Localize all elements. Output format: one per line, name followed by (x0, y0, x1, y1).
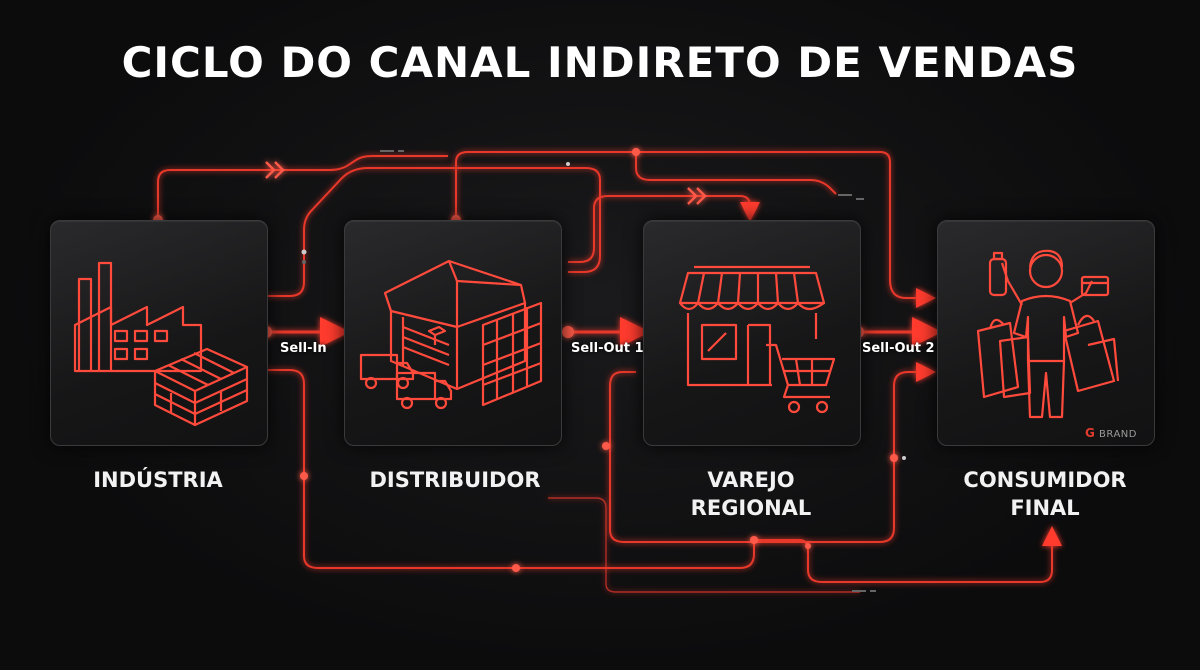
factory-icon (73, 261, 249, 427)
flow-label-sell-in: Sell-In (280, 341, 327, 356)
storefront-icon (678, 265, 836, 414)
flow-label-sell-out-1: Sell-Out 1 (571, 341, 644, 356)
node-label-industria: INDÚSTRIA (93, 468, 223, 492)
shopper-icon (976, 249, 1120, 419)
diagram-title: CICLO DO CANAL INDIRETO DE VENDAS (121, 38, 1079, 87)
wire-bottom-consumer (754, 526, 1062, 583)
warehouse-icon (359, 259, 543, 410)
node-label-varejo-regional: VAREJO REGIONAL (690, 468, 812, 520)
brand-logo: G BRAND (1085, 426, 1137, 440)
wire-bottom-industry (266, 369, 755, 569)
brand-mark: G (1085, 426, 1096, 440)
wire-bottom-dist (548, 497, 860, 593)
wire-top-industry (157, 155, 448, 220)
brand-name: BRAND (1099, 429, 1137, 440)
flow-label-sell-out-2: Sell-Out 2 (862, 341, 935, 356)
node-label-consumidor-final: CONSUMIDOR FINAL (963, 468, 1127, 520)
node-label-distribuidor: DISTRIBUIDOR (369, 468, 541, 492)
node-card-varejo-regional (643, 220, 861, 446)
node-card-industria (50, 220, 268, 446)
wire-top-distributor (455, 151, 936, 308)
wire-top-right (635, 152, 837, 195)
wire-dist-to-retail-top (568, 195, 760, 263)
node-card-consumidor-final (937, 220, 1155, 446)
wire-dist-side-loop (266, 167, 601, 297)
node-card-distribuidor (344, 220, 562, 446)
